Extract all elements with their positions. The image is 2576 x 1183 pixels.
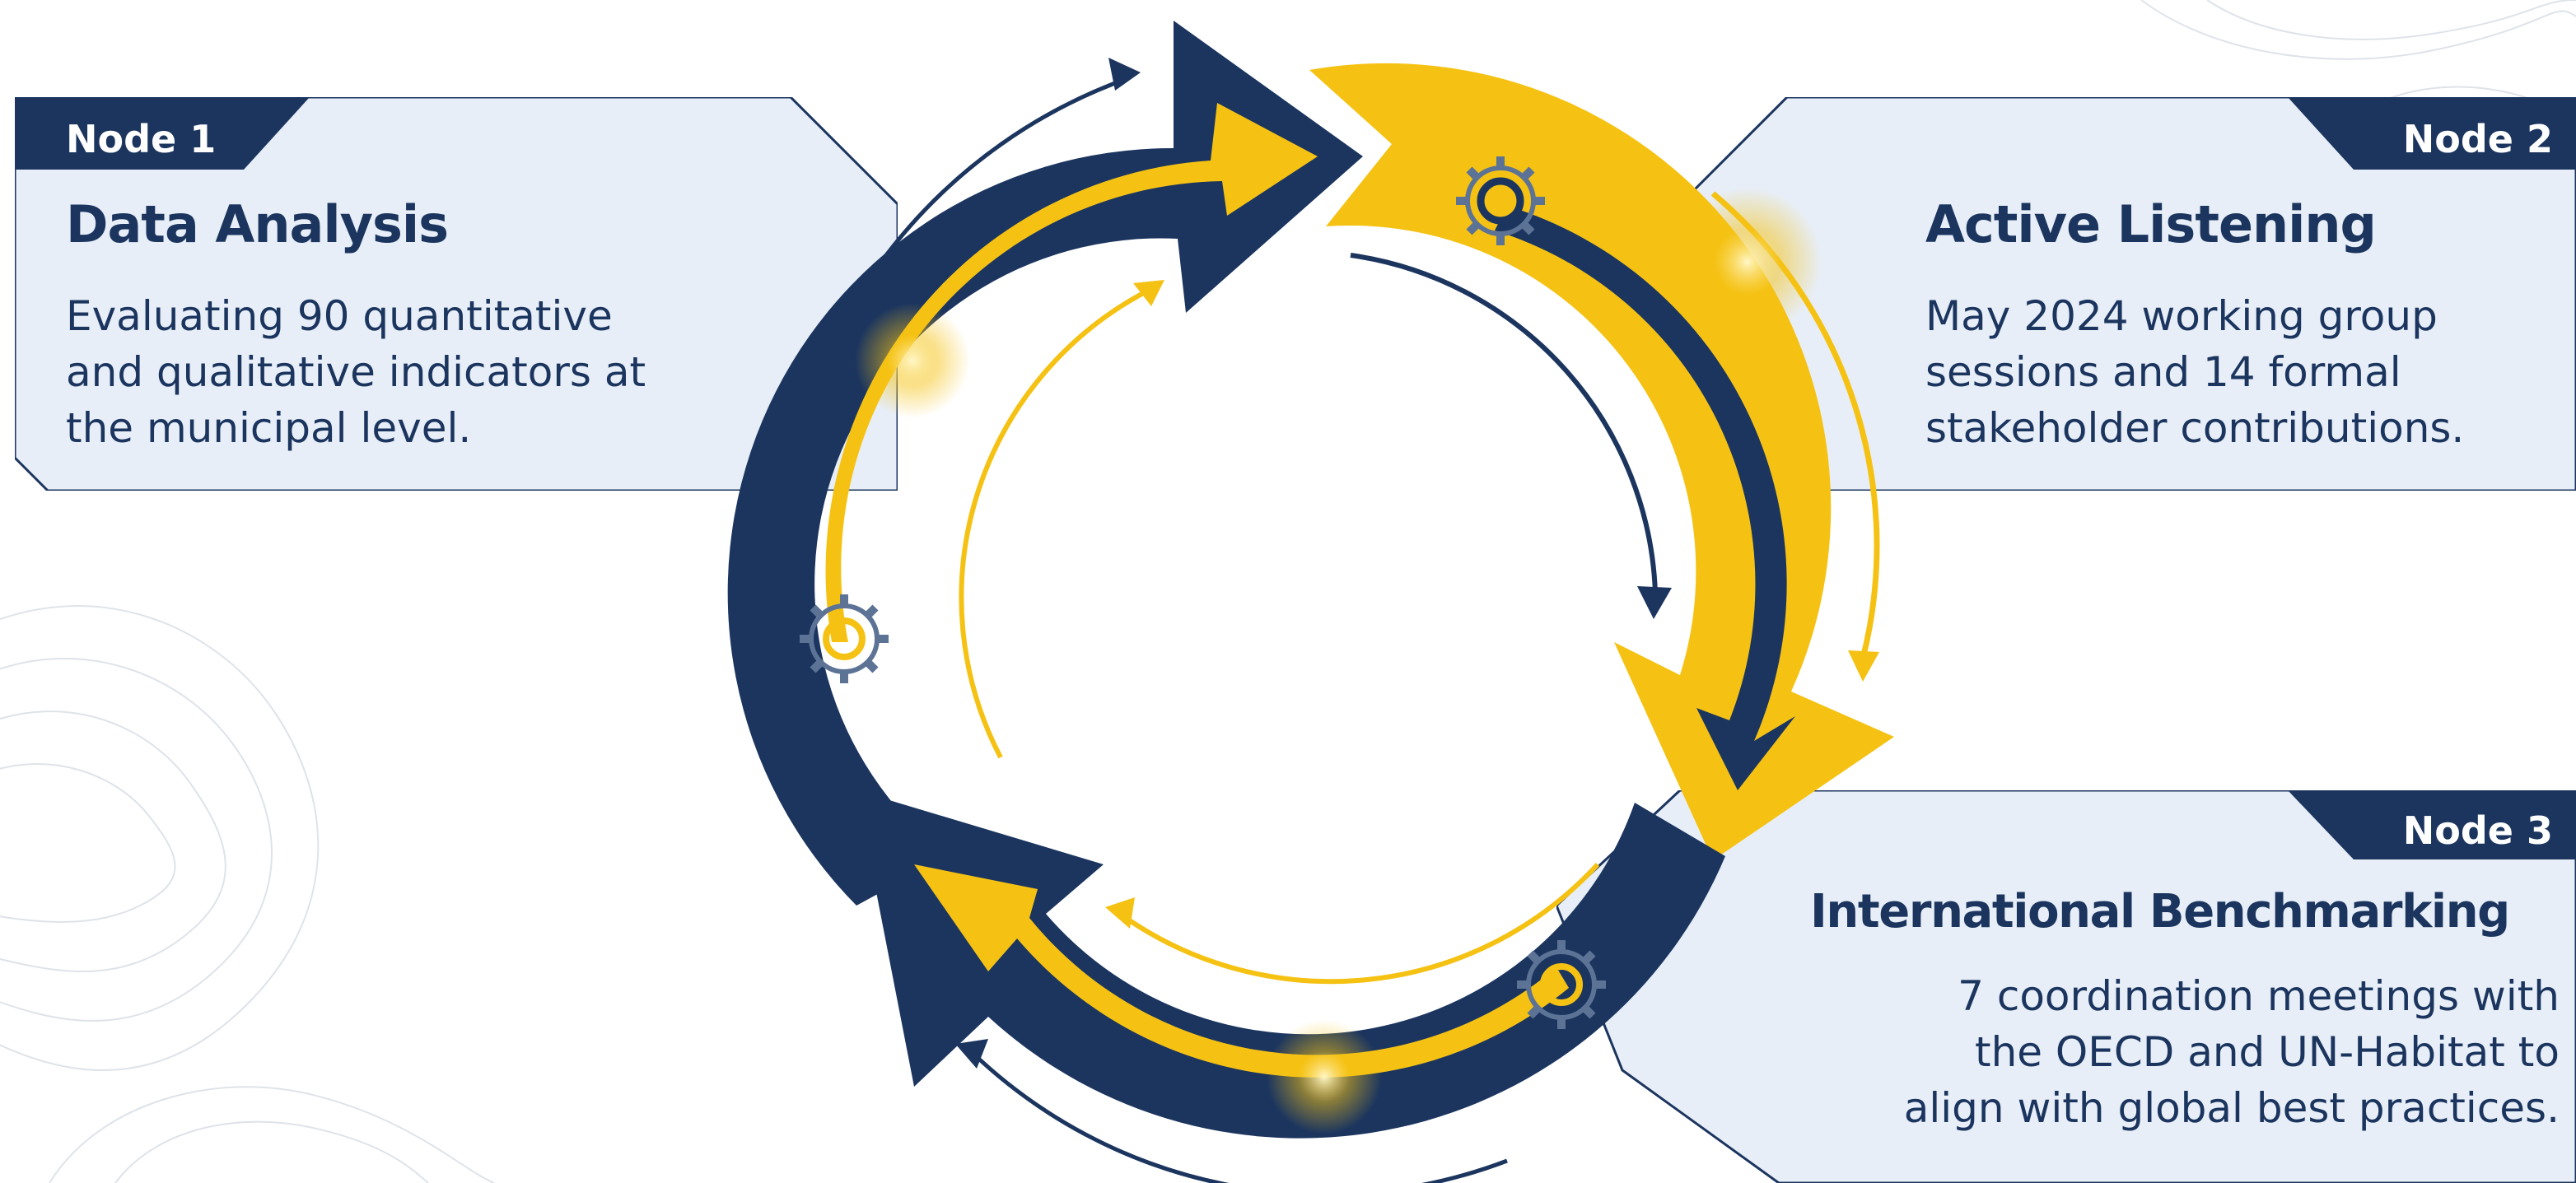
- node-3-line: 7 coordination meetings with: [1958, 972, 2560, 1020]
- cycle-arrow-1-inner: [825, 103, 1318, 642]
- gear-icon: [800, 594, 889, 683]
- node-2-description: May 2024 working group sessions and 14 f…: [1925, 288, 2464, 456]
- node-2-line: sessions and 14 formal: [1925, 348, 2401, 396]
- inner-guide-arrow: [1118, 862, 1600, 985]
- node-3-line: align with global best practices.: [1903, 1084, 2560, 1132]
- gear-icon: [1456, 156, 1545, 245]
- node-3-card-shape: [1556, 790, 2576, 1183]
- gear-icon: [1517, 940, 1606, 1029]
- node-3-title: International Benchmarking: [1810, 885, 2510, 938]
- node-2-card: Node 2 Active Listening May 2024 working…: [1680, 97, 2576, 491]
- glow-highlight: [1267, 1019, 1382, 1134]
- node-3-tag: Node 3: [2402, 808, 2553, 853]
- inner-guide-arrow: [1350, 253, 1658, 594]
- glow-highlight: [855, 303, 970, 418]
- node-2-line: May 2024 working group: [1925, 292, 2438, 340]
- node-3-description: 7 coordination meetings with the OECD an…: [1904, 968, 2560, 1136]
- node-1-card: Node 1 Data Analysis Evaluating 90 quant…: [15, 97, 898, 491]
- cycle-arrow-1: [727, 21, 1363, 906]
- node-1-card-shape: [15, 97, 898, 491]
- glow-highlight: [1673, 188, 1822, 336]
- node-1-line: and qualitative indicators at: [66, 348, 646, 396]
- node-1-line: the municipal level.: [66, 404, 472, 452]
- cycle-arrow-2: [1309, 63, 1894, 860]
- inner-guide-arrow: [959, 286, 1155, 759]
- node-2-line: stakeholder contributions.: [1925, 404, 2465, 452]
- node-2-title: Active Listening: [1925, 194, 2377, 254]
- node-1-line: Evaluating 90 quantitative: [66, 292, 613, 340]
- node-1-description: Evaluating 90 quantitative and qualitati…: [66, 288, 646, 456]
- cycle-arrow-3: [856, 790, 1725, 1139]
- node-3-card: Node 3 International Benchmarking 7 coor…: [1556, 790, 2576, 1183]
- cycle-arrow-3-inner: [914, 864, 1569, 1078]
- node-1-title: Data Analysis: [66, 194, 449, 254]
- node-1-tag: Node 1: [66, 117, 217, 161]
- outer-guide-arrow: [970, 1050, 1508, 1183]
- node-2-tag: Node 2: [2402, 117, 2553, 161]
- node-3-line: the OECD and UN-Habitat to: [1974, 1028, 2560, 1076]
- node-2-card-shape: [1680, 97, 2576, 491]
